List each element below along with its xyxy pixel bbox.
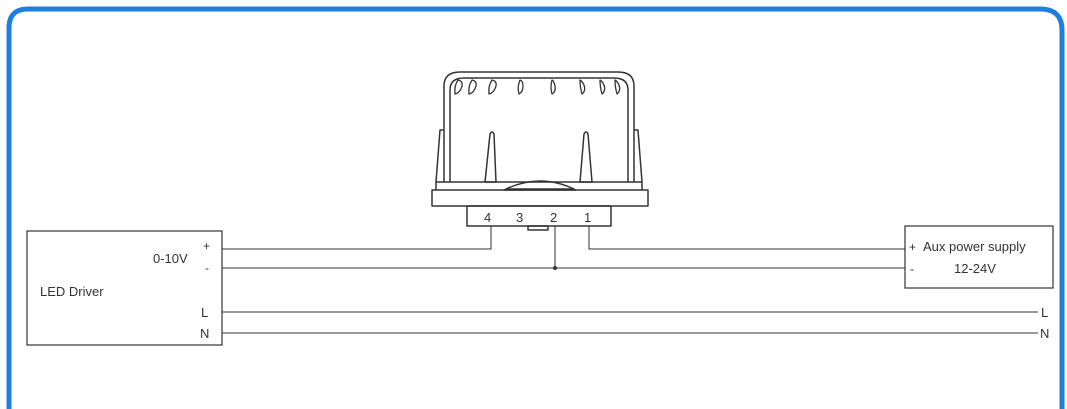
aux-supply-name: Aux power supply bbox=[923, 239, 1026, 254]
led-driver-box bbox=[26, 230, 223, 346]
terminal-3-label: 3 bbox=[516, 210, 523, 225]
sensor-lens bbox=[503, 180, 577, 191]
led-driver-plus-label: + bbox=[203, 239, 210, 253]
led-driver-l-label: L bbox=[201, 305, 208, 320]
sensor-dome-inner bbox=[449, 77, 629, 182]
led-driver-n-label: N bbox=[200, 326, 209, 341]
led-driver-name: LED Driver bbox=[40, 284, 104, 299]
wires bbox=[222, 226, 1038, 334]
aux-plus-label: + bbox=[909, 240, 916, 254]
sensor-bottom-tab bbox=[527, 225, 549, 231]
sensor-base-plate bbox=[431, 189, 649, 207]
outer-frame bbox=[6, 6, 1065, 409]
terminal-4-label: 4 bbox=[484, 210, 491, 225]
mains-l-label: L bbox=[1041, 305, 1048, 320]
sensor-device bbox=[431, 71, 649, 231]
junction-dot bbox=[553, 266, 557, 270]
aux-supply-voltage: 12-24V bbox=[954, 261, 996, 276]
sensor-vents bbox=[454, 79, 621, 95]
wire-aux-plus bbox=[588, 226, 905, 250]
aux-minus-label: - bbox=[910, 262, 914, 276]
sensor-dome bbox=[443, 71, 635, 182]
mains-n-label: N bbox=[1040, 326, 1049, 341]
led-driver-minus-label: - bbox=[205, 261, 209, 275]
led-driver-signal-label: 0-10V bbox=[153, 251, 188, 266]
sensor-fin-left bbox=[484, 131, 497, 183]
sensor-fin-right bbox=[579, 131, 593, 183]
terminal-2-label: 2 bbox=[550, 210, 557, 225]
aux-power-supply-box bbox=[904, 225, 1054, 289]
wire-dim-plus bbox=[222, 226, 492, 250]
terminal-1-label: 1 bbox=[584, 210, 591, 225]
